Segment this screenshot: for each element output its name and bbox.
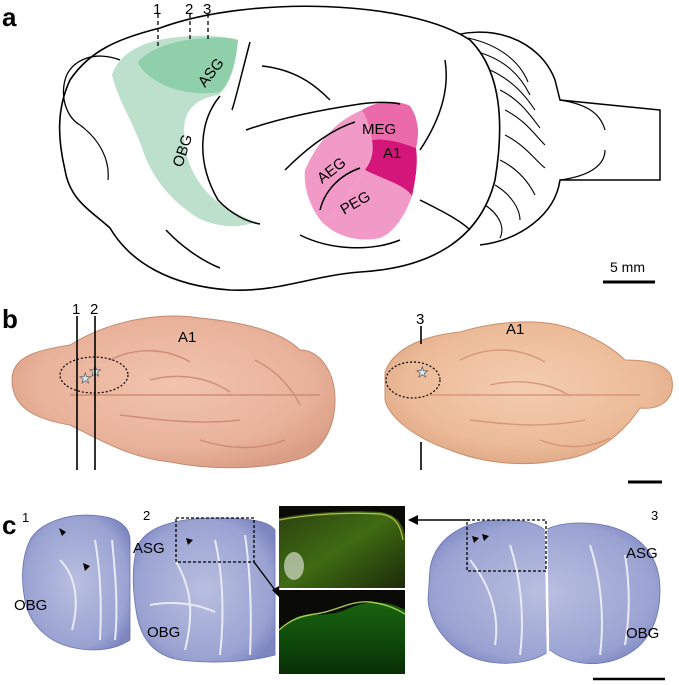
section-1-label: 1	[153, 1, 161, 18]
fluorescence-top-glare	[284, 552, 304, 580]
b-section-2-label: 2	[90, 301, 98, 318]
section-3-label: 3	[203, 1, 211, 18]
b-left-a1-label: A1	[178, 329, 196, 346]
section-3-white-matter	[469, 544, 630, 656]
b-right-a1-label: A1	[506, 321, 524, 338]
panel-a-letter: a	[2, 2, 17, 32]
brain-photo-left	[11, 315, 336, 469]
section-2-label: 2	[185, 1, 193, 18]
meg-region	[362, 101, 418, 148]
region-outline-right	[385, 361, 441, 399]
brainstem-outline	[559, 99, 606, 181]
c-section-2-number: 2	[143, 508, 150, 523]
section-1-white-matter	[59, 539, 118, 641]
asg-region	[138, 37, 238, 94]
c-section-2-obg: OBG	[147, 624, 180, 641]
c-section-1-obg: OBG	[14, 597, 47, 614]
section-1-tissue	[22, 514, 131, 651]
brain-photo-right	[384, 321, 673, 465]
brain-right-folds	[430, 349, 640, 448]
olfactory-bulb-outline	[62, 55, 121, 126]
panel-c-fluorescence	[278, 506, 406, 674]
section-2-inset-box	[175, 517, 255, 563]
b-section-3-label: 3	[416, 311, 424, 328]
panel-c-section-3: 3 ASG OBG	[408, 508, 665, 681]
arrowhead-1b	[83, 563, 90, 571]
c-section-2-asg: ASG	[133, 540, 165, 557]
section-3-midline	[544, 527, 550, 656]
c-section-3-number: 3	[651, 508, 658, 523]
panel-c-letter: c	[2, 510, 17, 540]
peg-region	[322, 170, 412, 240]
cerebellar-folia	[467, 37, 546, 239]
fluorescence-bottom-edge	[278, 601, 406, 631]
cortical-sulci	[165, 41, 471, 269]
arrowhead-2	[186, 538, 193, 545]
aeg-region	[304, 110, 374, 222]
section-2-white-matter	[149, 534, 252, 656]
star-marker-3: ★	[416, 364, 429, 380]
panel-b-left-photo: ★ ★ 1 2 A1	[11, 301, 336, 470]
cortex-outline	[58, 5, 501, 291]
panel-b-right-photo: ★ 3 A1	[384, 311, 673, 484]
olfactory-tract	[79, 124, 109, 181]
inset-pointer-line	[253, 561, 279, 595]
region-outline-left	[59, 356, 129, 394]
c-section-3-asg: ASG	[626, 545, 658, 562]
arrowhead-1a	[59, 528, 66, 536]
c-section-1-number: 1	[22, 510, 29, 525]
c-section-3-obg: OBG	[626, 625, 659, 642]
section-cut-lines	[157, 14, 209, 48]
inset-pointer-head	[272, 586, 280, 598]
a1-region	[365, 139, 417, 196]
inset-arrow-head	[408, 515, 418, 525]
arrowhead-3b	[482, 534, 489, 541]
arrowhead-3a	[472, 536, 479, 543]
panel-c-section-1: 1 OBG	[14, 510, 131, 651]
meg-label: MEG	[362, 121, 396, 138]
star-marker-1: ★	[79, 370, 92, 386]
panel-b-letter: b	[2, 304, 18, 334]
panel-c-section-2: 2 ASG OBG	[132, 508, 280, 663]
fluorescence-top-background	[279, 506, 405, 535]
fluorescence-top-edge	[278, 512, 404, 541]
a1-label: A1	[383, 145, 401, 162]
scale-label: 5 mm	[610, 259, 645, 275]
brain-left-folds	[70, 350, 320, 449]
b-section-1-label: 1	[72, 301, 80, 318]
panel-a-diagram: 1 2 3 ASG OBG MEG A1 AEG PEG 5 mm	[58, 1, 661, 291]
fluorescence-bottom-background	[279, 590, 405, 630]
